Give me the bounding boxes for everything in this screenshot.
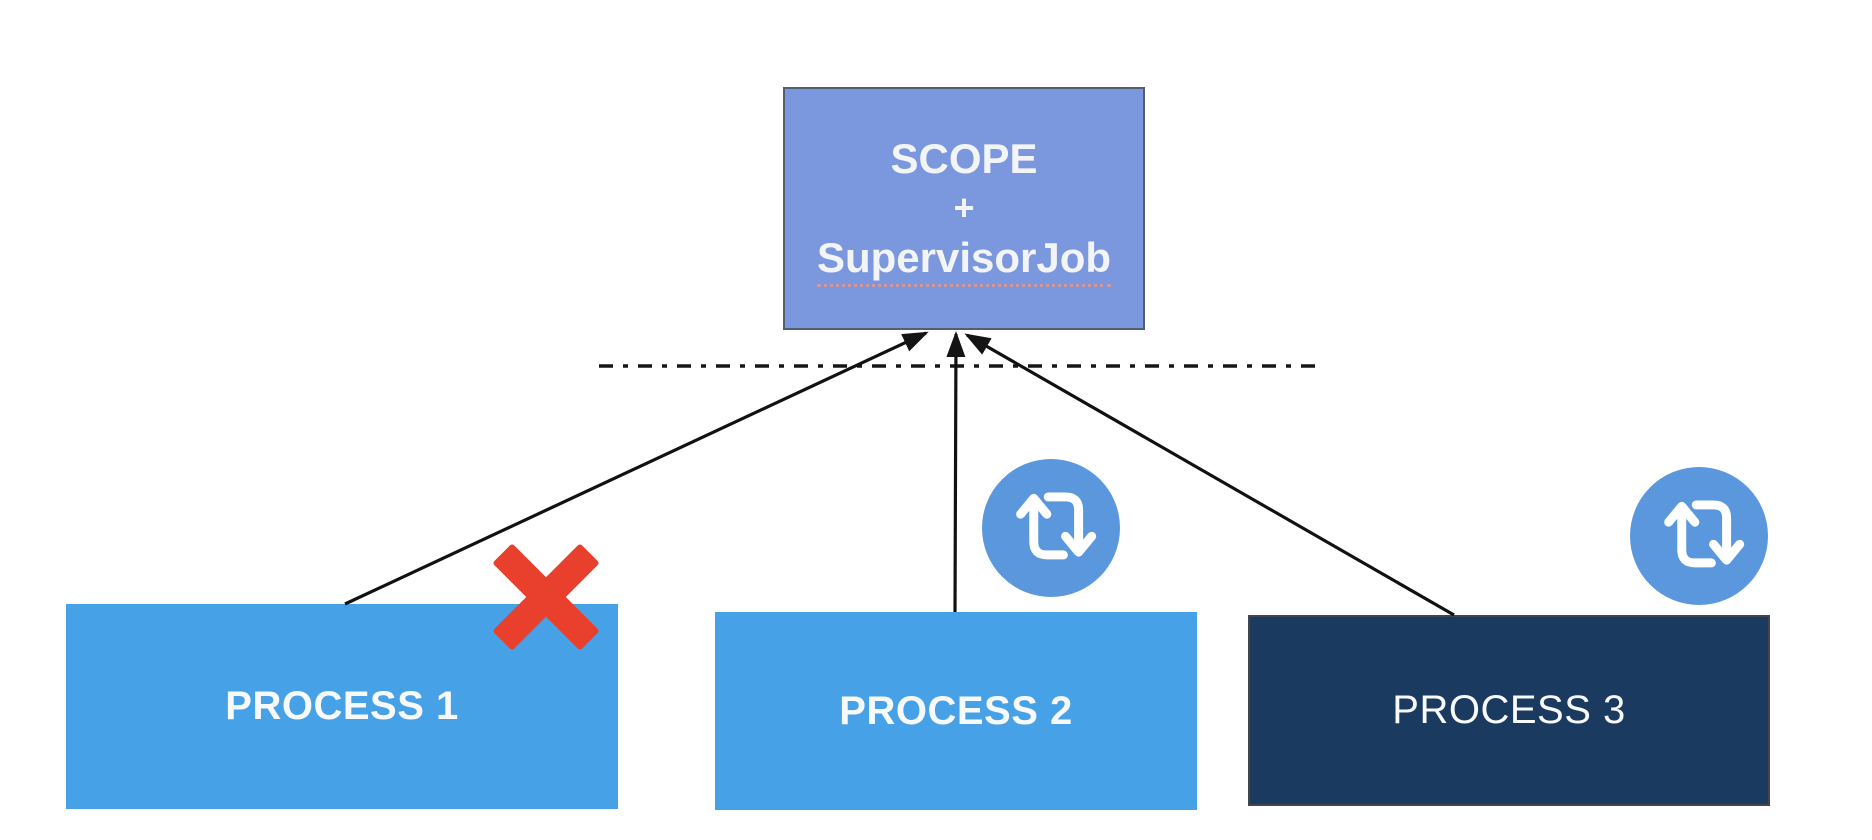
process-3-label: PROCESS 3 bbox=[1392, 688, 1626, 732]
repeat-icon bbox=[1630, 467, 1768, 605]
supervisorjob-spellcheck-underline: SupervisorJob bbox=[816, 233, 1112, 287]
repeat-right-hook bbox=[1043, 492, 1084, 554]
process-2-label: PROCESS 2 bbox=[839, 688, 1073, 733]
repeat-up-arrowhead bbox=[1016, 493, 1052, 519]
arrow-process1-to-scope bbox=[344, 331, 929, 606]
scope-supervisorjob-node: SCOPE + SupervisorJob bbox=[783, 87, 1145, 330]
repeat-icon-circle bbox=[1630, 467, 1768, 605]
repeat-icon-circle bbox=[982, 459, 1120, 597]
process-2-node: PROCESS 2 bbox=[715, 612, 1197, 810]
repeat-down-arrowhead bbox=[1061, 531, 1097, 557]
scope-label: SCOPE bbox=[890, 134, 1038, 182]
arrow-process3-to-scope bbox=[964, 333, 1455, 617]
repeat-right-hook bbox=[1691, 500, 1732, 562]
repeat-left-hook bbox=[1677, 505, 1716, 568]
process-3-node: PROCESS 3 bbox=[1248, 615, 1770, 806]
repeat-icon bbox=[982, 459, 1120, 597]
supervisorjob-label: SupervisorJob bbox=[816, 232, 1112, 287]
arrow-process2-to-scope bbox=[946, 331, 966, 613]
repeat-down-arrowhead bbox=[1709, 539, 1745, 565]
repeat-left-hook bbox=[1029, 497, 1068, 560]
repeat-up-arrowhead bbox=[1664, 501, 1700, 527]
process-1-node: PROCESS 1 bbox=[66, 604, 618, 809]
plus-label: + bbox=[953, 186, 975, 228]
process-1-label: PROCESS 1 bbox=[225, 684, 459, 728]
